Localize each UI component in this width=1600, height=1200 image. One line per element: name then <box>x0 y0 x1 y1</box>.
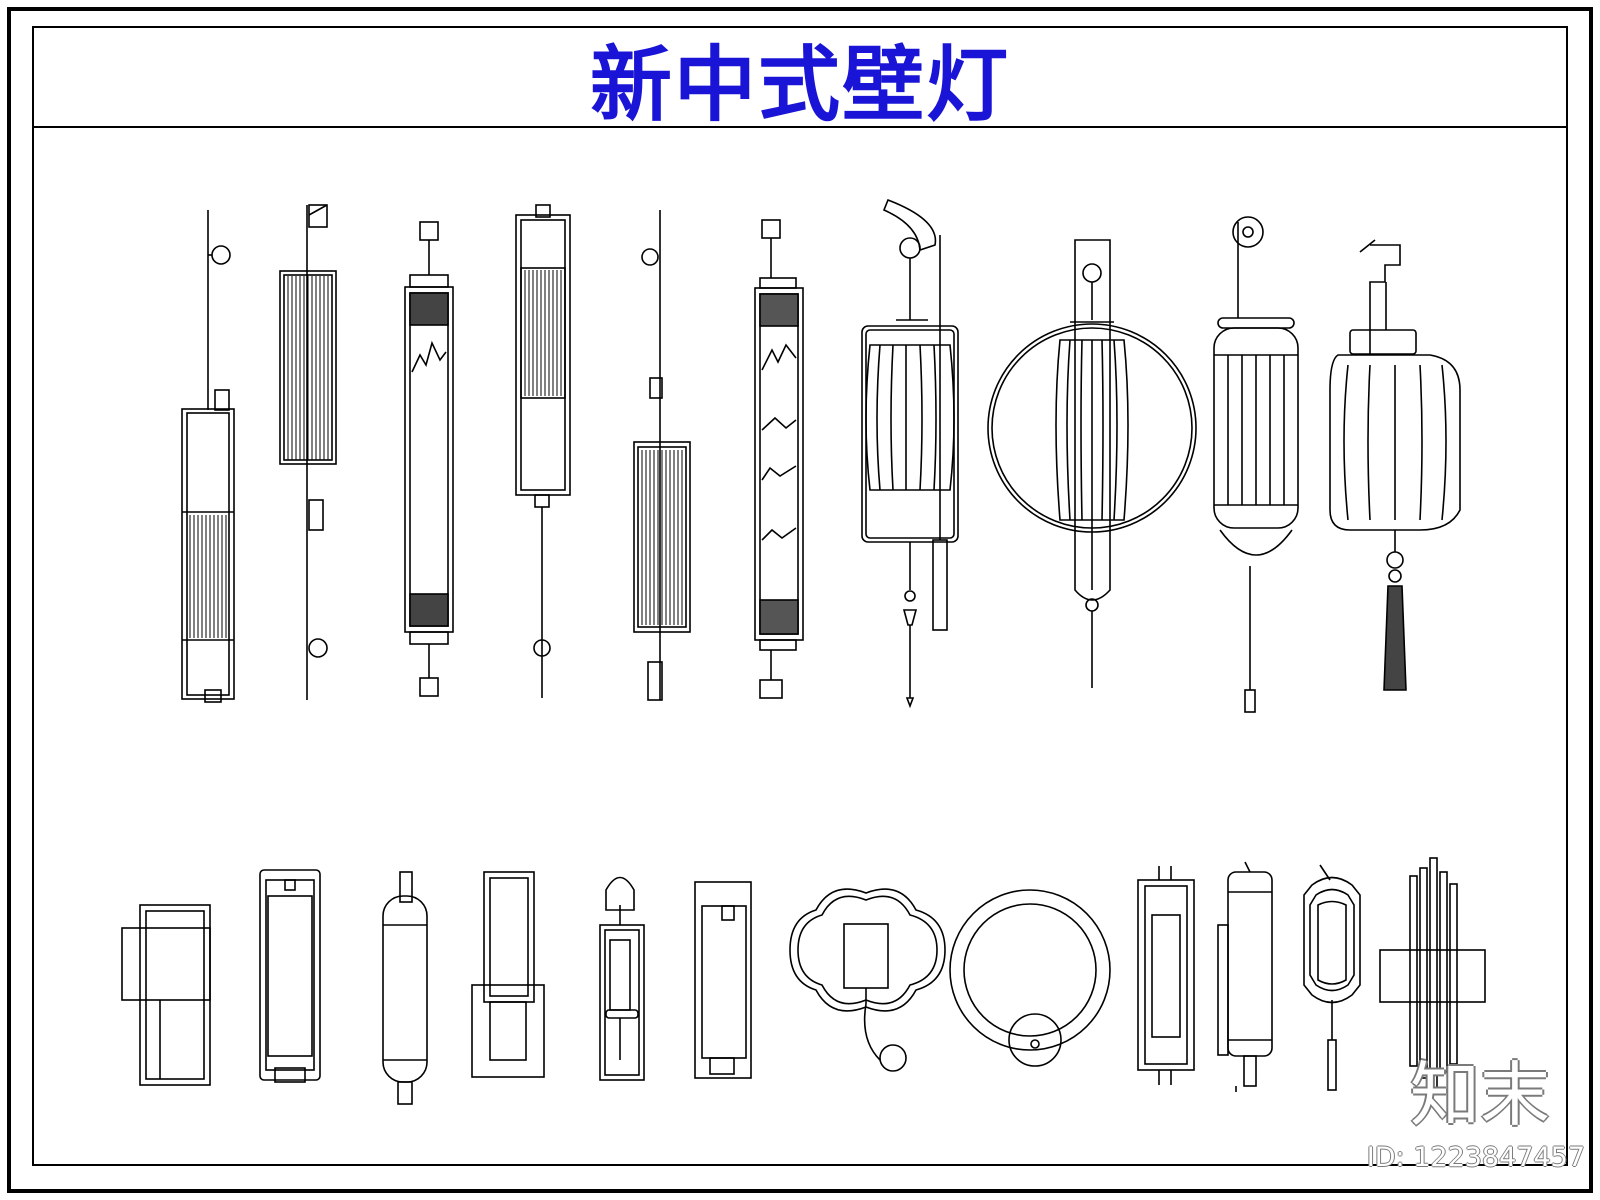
lamp-top-10 <box>1329 239 1461 691</box>
image-id: ID: 1223847457 <box>1366 1142 1585 1173</box>
lamp-top-1 <box>181 210 235 703</box>
lamp-top-6 <box>754 219 804 699</box>
outer-frame <box>7 7 1593 1193</box>
lamp-top-9 <box>1213 216 1299 713</box>
lamp-top-7 <box>861 198 959 709</box>
brand-logo: 知末 <box>1410 1054 1550 1136</box>
lamp-bottom-11 <box>1303 864 1361 1091</box>
lamp-top-8 <box>987 239 1197 688</box>
lamp-bottom-10 <box>1217 861 1273 1092</box>
lamp-top-5 <box>633 210 691 701</box>
lamp-top-2 <box>279 204 337 700</box>
lamp-bottom-5 <box>599 876 645 1081</box>
lamp-top-3 <box>404 221 454 697</box>
lamp-bottom-2 <box>259 869 321 1083</box>
lamp-top-4 <box>515 204 571 698</box>
page-title: 新中式壁灯 <box>589 36 1010 133</box>
lamp-bottom-4 <box>471 871 545 1078</box>
lamp-bottom-3 <box>382 871 428 1105</box>
inner-frame <box>32 26 1568 1166</box>
lamp-bottom-8 <box>949 889 1111 1067</box>
lamp-bottom-6 <box>694 881 752 1079</box>
lamp-bottom-12 <box>1379 857 1486 1089</box>
lamp-bottom-7 <box>789 888 946 1072</box>
lamp-bottom-9 <box>1137 866 1195 1085</box>
lamp-bottom-1 <box>121 904 211 1086</box>
